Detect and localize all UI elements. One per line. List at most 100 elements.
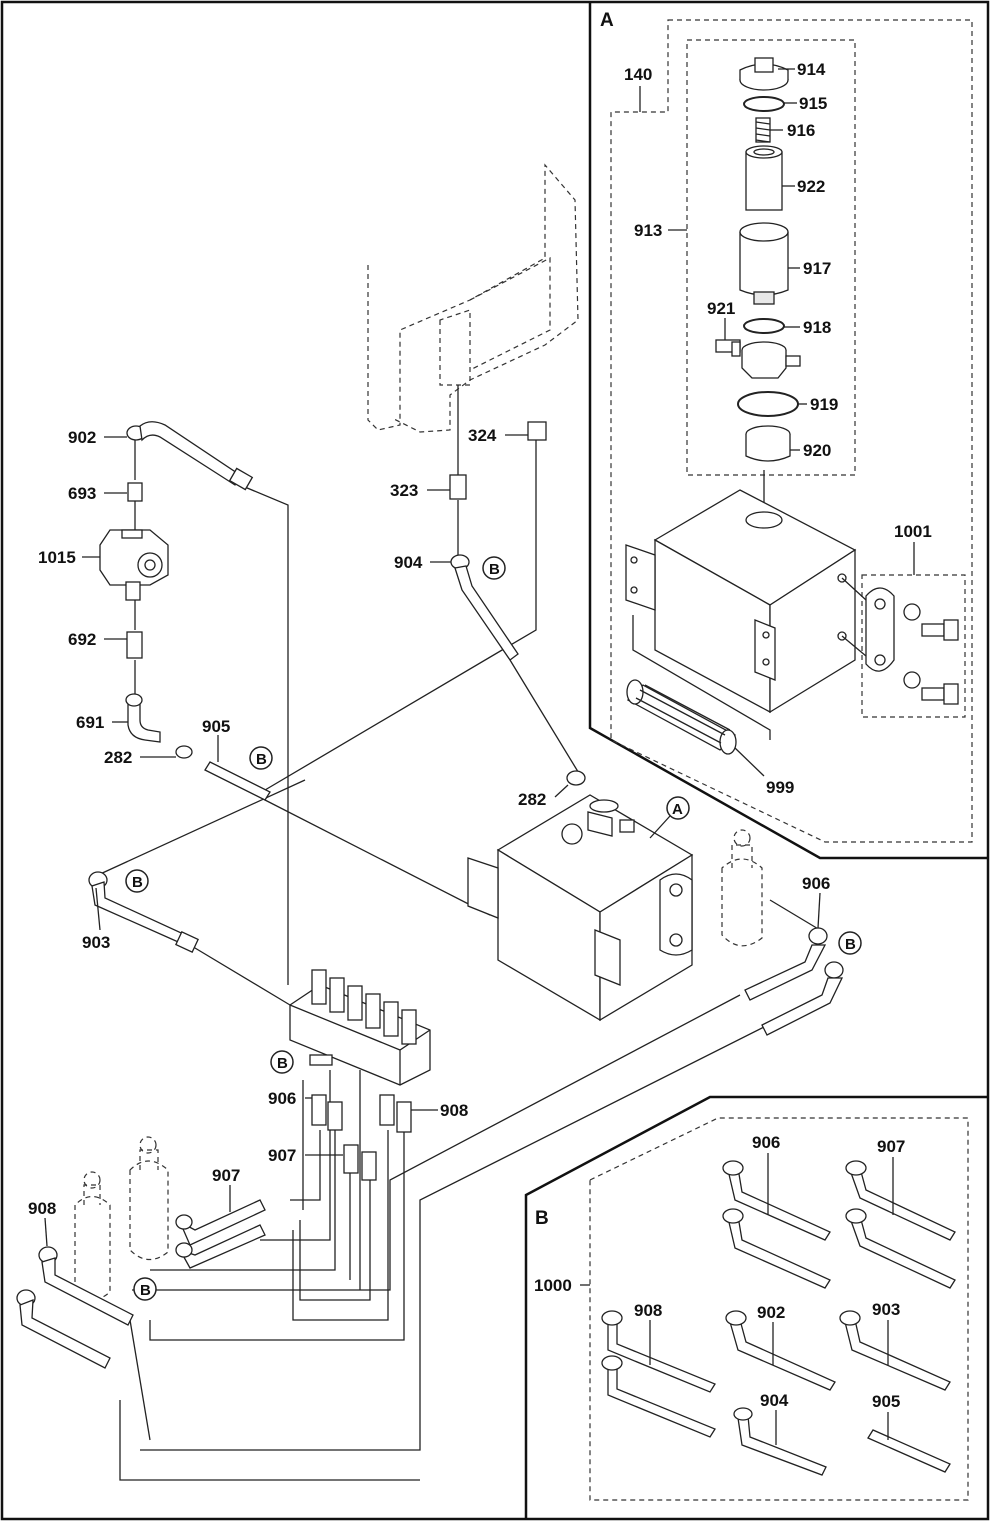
label-904: 904 (394, 553, 423, 572)
filter-element-922 (745, 145, 783, 211)
fitting-693 (127, 482, 143, 502)
label-917: 917 (803, 259, 831, 278)
label-916: 916 (787, 121, 815, 140)
hose-903 (88, 871, 199, 954)
pump-1015 (99, 529, 169, 601)
callout-b-valve: B (270, 1050, 294, 1074)
fitting-692 (126, 631, 143, 659)
svg-text:B: B (489, 561, 500, 578)
fitting-324 (527, 421, 547, 441)
section-a-frame (588, 2, 988, 860)
label-902: 902 (68, 428, 96, 447)
hose-904-kit (733, 1407, 827, 1476)
svg-text:B: B (845, 936, 856, 953)
filter-head (741, 341, 801, 379)
o-ring-918 (743, 318, 785, 334)
callout-b-903: B (125, 869, 149, 893)
hydraulic-tank-detail (625, 489, 857, 740)
svg-text:B: B (140, 1282, 151, 1299)
leader-lines (44, 68, 915, 1445)
label-b-906: 906 (752, 1133, 780, 1152)
section-b-label: B (535, 1208, 549, 1229)
hose-903-kit (839, 1310, 951, 1391)
hose-905-kit (867, 1429, 951, 1473)
coupling-906-valve (311, 1094, 343, 1131)
label-921: 921 (707, 299, 735, 318)
label-999: 999 (766, 778, 794, 797)
svg-text:B: B (277, 1055, 288, 1072)
coupling-908-valve (379, 1094, 412, 1133)
clamp-282-left (175, 745, 193, 759)
label-907-valve: 907 (268, 1146, 296, 1165)
cylinder-left-2 (16, 1171, 134, 1369)
label-324: 324 (468, 426, 497, 445)
label-913: 913 (634, 221, 662, 240)
section-a-label: A (600, 10, 614, 31)
label-903: 903 (82, 933, 110, 952)
label-692: 692 (68, 630, 96, 649)
label-1015: 1015 (38, 548, 76, 567)
hose-905 (204, 761, 271, 801)
label-b-907: 907 (877, 1137, 905, 1156)
label-906-right: 906 (802, 874, 830, 893)
label-b-904: 904 (760, 1391, 789, 1410)
hose-904 (450, 554, 519, 661)
label-908-left: 908 (28, 1199, 56, 1218)
hose-902-kit (725, 1310, 836, 1391)
label-b-905: 905 (872, 1392, 900, 1411)
label-920: 920 (803, 441, 831, 460)
filter-cap (739, 57, 789, 91)
cylinder-left-1 (129, 1136, 266, 1269)
group-1000-dashed (589, 1117, 969, 1501)
label-915: 915 (799, 94, 827, 113)
hose-907-kit (845, 1160, 956, 1289)
label-b-908: 908 (634, 1301, 662, 1320)
mounting-bracket-1001 (841, 577, 959, 705)
label-918: 918 (803, 318, 831, 337)
label-905: 905 (202, 717, 230, 736)
hydraulic-lines (97, 385, 821, 1481)
label-282-right: 282 (518, 790, 546, 809)
label-908-valve: 908 (440, 1101, 468, 1120)
label-906-valve: 906 (268, 1089, 296, 1108)
svg-text:B: B (132, 874, 143, 891)
callout-b-904: B (482, 556, 506, 580)
svg-text:B: B (256, 751, 267, 768)
label-b-902: 902 (757, 1303, 785, 1322)
part-labels: 140 914 915 916 922 913 917 921 918 919 … (28, 60, 932, 1411)
hose-902 (126, 421, 254, 491)
elbow-691 (125, 693, 161, 743)
hose-906-kit (722, 1160, 831, 1289)
group-913-dashed (686, 39, 856, 476)
label-140: 140 (624, 65, 652, 84)
control-valve (289, 969, 431, 1086)
group-1001-dashed (861, 574, 966, 718)
clamp-282-right (566, 770, 586, 786)
hose-908-kit (601, 1310, 716, 1438)
group-140-dashed (610, 19, 973, 843)
label-907-left: 907 (212, 1166, 240, 1185)
label-323: 323 (390, 481, 418, 500)
fitting-323 (449, 474, 467, 500)
callout-b-905: B (249, 746, 273, 770)
o-ring-915 (743, 96, 785, 112)
label-282-left: 282 (104, 748, 132, 767)
adapter-920 (745, 425, 791, 462)
suction-filter-999 (626, 679, 737, 755)
o-ring-919 (737, 391, 799, 417)
coupling-907-valve (343, 1144, 377, 1181)
spring-916 (755, 117, 771, 143)
hydraulic-tank-main (467, 794, 694, 1022)
callout-b-906: B (838, 931, 862, 955)
filter-bowl-917 (739, 222, 789, 305)
label-922: 922 (797, 177, 825, 196)
label-1001: 1001 (894, 522, 932, 541)
callout-b-cylinder: B (133, 1277, 157, 1301)
machine-frame-outline (367, 163, 579, 433)
label-691: 691 (76, 713, 104, 732)
label-b-903: 903 (872, 1300, 900, 1319)
label-1000: 1000 (534, 1276, 572, 1295)
callout-a-main: A (649, 796, 690, 839)
